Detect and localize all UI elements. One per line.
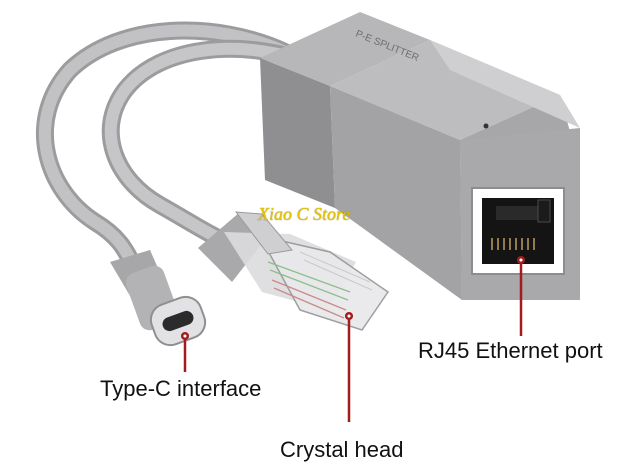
- crystal-head-plug: [198, 211, 390, 331]
- leader-lines: [180, 255, 526, 422]
- indicator-hole: [483, 123, 489, 129]
- type-c-plug: [110, 250, 207, 347]
- crystal-head-label: Crystal head: [280, 437, 404, 462]
- rj45-port-graphic: [471, 187, 565, 275]
- store-watermark: Xiao C Store: [258, 204, 351, 224]
- type-c-label: Type-C interface: [100, 376, 262, 401]
- rj45-port-label: RJ45 Ethernet port: [418, 338, 603, 363]
- cable-group: [35, 21, 309, 277]
